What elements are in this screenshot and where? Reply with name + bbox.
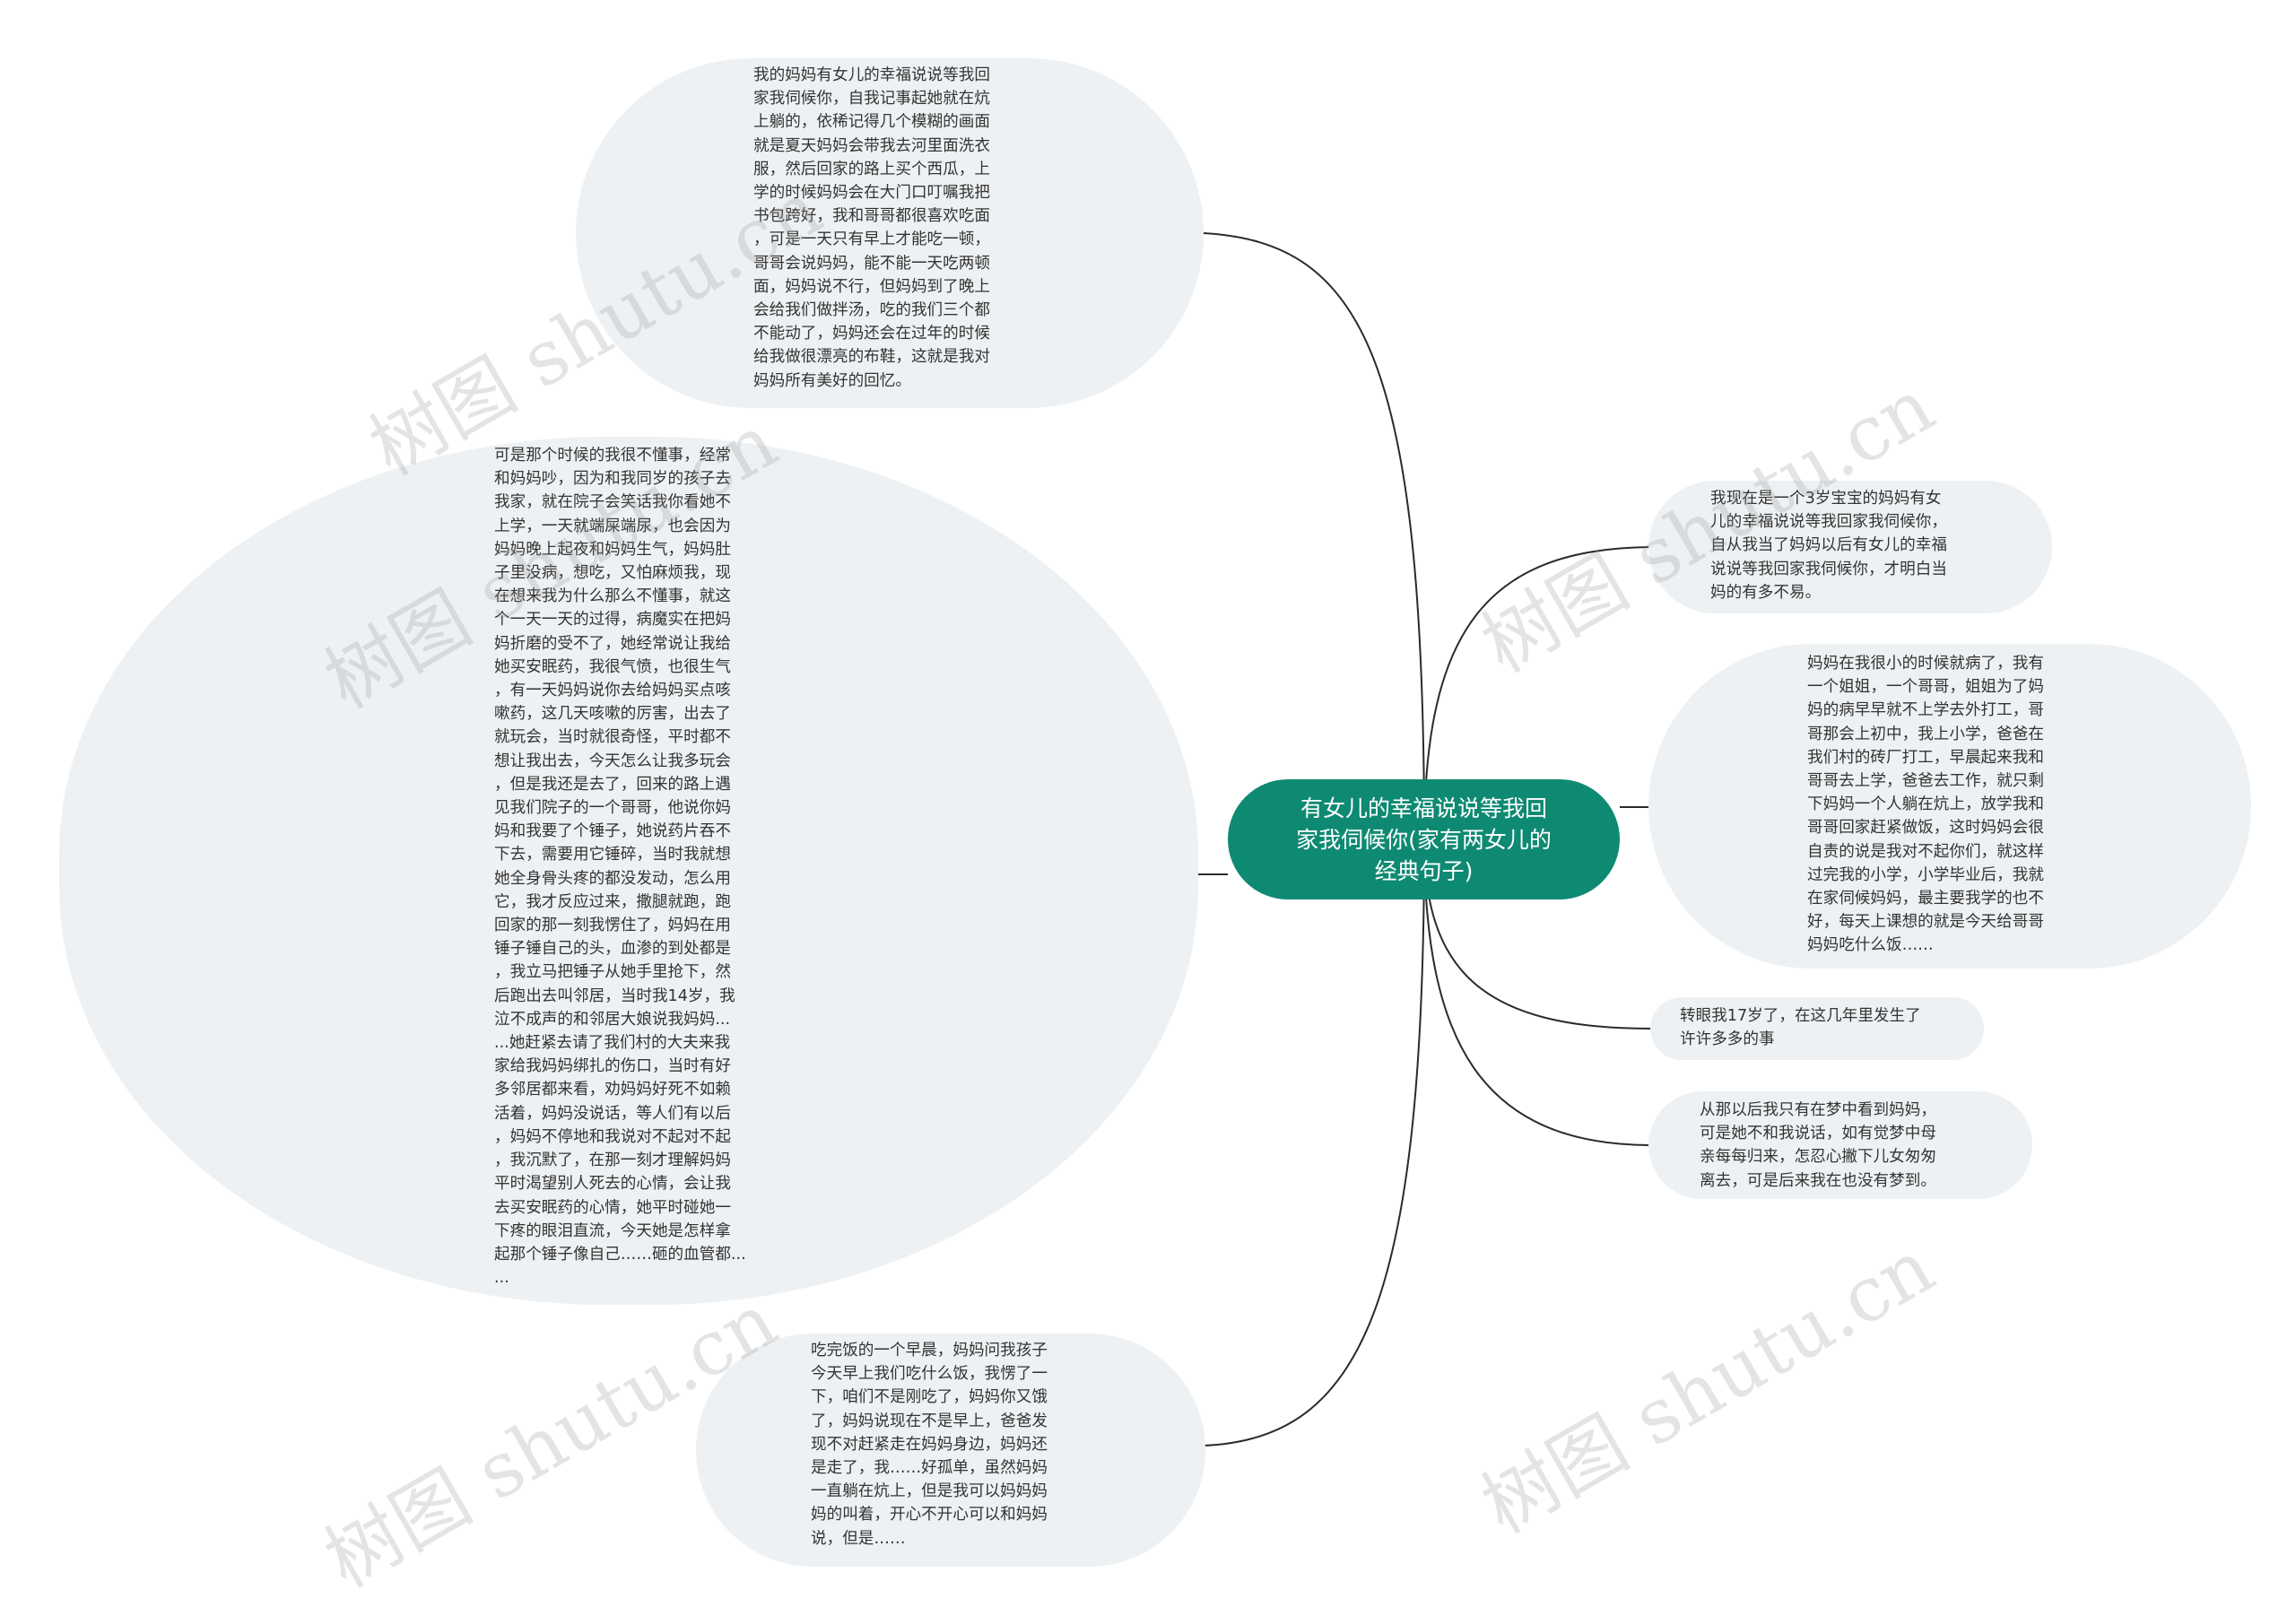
branch-text-r2: 妈妈在我很小的时候就病了，我有 一个姐姐，一个哥哥，姐姐为了妈 妈的病早早就不上…: [1807, 655, 2044, 955]
branch-text-r1: 我现在是一个3岁宝宝的妈妈有女 儿的幸福说说等我回家我伺候你， 自从我当了妈妈以…: [1710, 490, 1947, 602]
edge-bottom: [1203, 838, 1425, 1447]
branch-node-top[interactable]: [576, 58, 1204, 408]
center-title: 有女儿的幸福说说等我回 家我伺候你(家有两女儿的 经典句子): [1296, 795, 1552, 884]
branch-node-r4[interactable]: [1648, 1091, 2032, 1199]
edge-r1: [1423, 546, 1651, 839]
branch-text-r4: 从那以后我只有在梦中看到妈妈， 可是她不和我说话，如有觉梦中母 亲每每归来，怎忍…: [1700, 1101, 1936, 1190]
branch-node-r3[interactable]: [1650, 997, 1984, 1060]
edge-top: [1203, 232, 1425, 839]
branch-node-big[interactable]: [59, 437, 1198, 1305]
branch-text-r3: 转眼我17岁了，在这几年里发生了 许许多多的事: [1680, 1007, 1921, 1049]
branch-node-bottom[interactable]: [696, 1334, 1205, 1567]
edge-r4: [1423, 838, 1651, 1146]
branch-text-bottom: 吃完饭的一个早晨，妈妈问我孩子 今天早上我们吃什么饭，我愣了一 下，咱们不是刚吃…: [811, 1342, 1048, 1548]
branch-node-r1[interactable]: [1648, 481, 2052, 613]
branch-text-top: 我的妈妈有女儿的幸福说说等我回 家我伺候你，自我记事起她就在炕 上躺的，依稀记得…: [753, 66, 990, 390]
branch-text-big: 可是那个时候的我很不懂事，经常 和妈妈吵，因为和我同岁的孩子去 我家，就在院子会…: [494, 447, 746, 1288]
center-node[interactable]: 有女儿的幸福说说等我回 家我伺候你(家有两女儿的 经典句子): [1228, 779, 1620, 899]
branch-node-r2[interactable]: [1648, 644, 2251, 969]
